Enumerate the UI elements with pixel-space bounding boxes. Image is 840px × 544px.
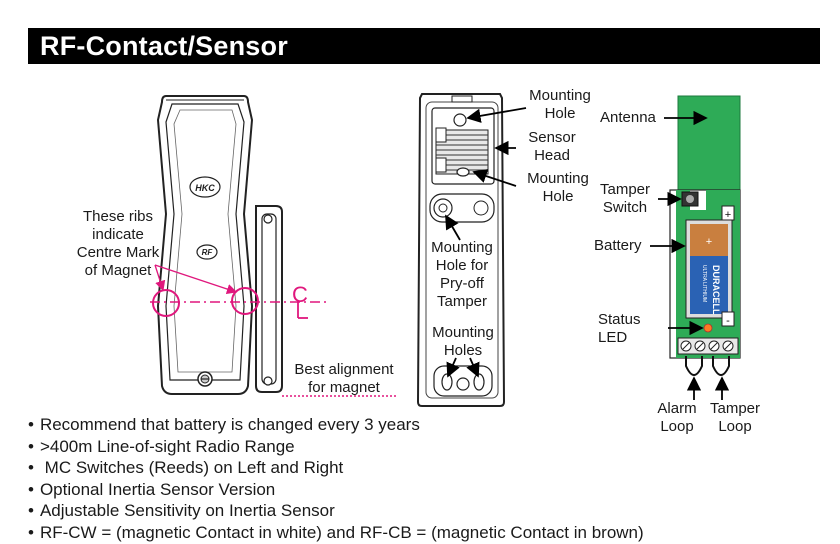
feature-item: >400m Line-of-sight Radio Range	[28, 436, 644, 458]
hkc-logo-text: HKC	[195, 183, 215, 193]
label-line: Mounting	[529, 87, 591, 104]
back-plate-view	[416, 93, 527, 407]
label-line: Head	[534, 147, 570, 164]
centre-mark-annotation: C	[150, 264, 396, 397]
centre-line-symbol: C	[292, 282, 308, 307]
feature-list: Recommend that battery is changed every …	[28, 414, 644, 544]
svg-text:-: -	[726, 315, 730, 327]
status-led-icon	[703, 323, 713, 333]
ribs-label-line: These ribs	[82, 208, 154, 225]
best-alignment-label: Best alignment for magnet	[288, 361, 400, 397]
antenna-area	[677, 95, 741, 191]
magnet	[255, 205, 283, 393]
label-line: Status	[598, 311, 641, 328]
feature-item: Adjustable Sensitivity on Inertia Sensor	[28, 500, 644, 522]
feature-item: MC Switches (Reeds) on Left and Right	[28, 457, 644, 479]
ribs-label-line: Centre Mark	[76, 244, 160, 261]
mounting-holes-label: Mounting Holes	[425, 324, 501, 360]
mounting-hole-bottom-right-icon	[473, 373, 485, 391]
label-line: Hole	[542, 188, 574, 205]
page-title: RF-Contact/Sensor	[40, 31, 288, 61]
mounting-hole-mid-label: Mounting Hole	[518, 170, 598, 206]
ribs-label-line: of Magnet	[84, 262, 152, 279]
mounting-hole-top-label: Mounting Hole	[522, 87, 598, 123]
page-title-bar: RF-Contact/Sensor	[28, 28, 820, 64]
terminal-block	[677, 337, 739, 355]
label-line: Mounting	[431, 239, 493, 256]
magnet-screw-top-icon	[263, 214, 273, 224]
tamper-loop-label: Tamper Loop	[706, 400, 764, 436]
label-line: Hole	[544, 105, 576, 122]
svg-text:+: +	[725, 209, 731, 221]
antenna-label: Antenna	[600, 109, 656, 126]
label-line: Loop	[718, 418, 752, 435]
feature-item: Recommend that battery is changed every …	[28, 414, 644, 436]
label-line: Holes	[443, 342, 483, 359]
feature-item: Optional Inertia Sensor Version	[28, 479, 644, 501]
label-line: Tamper	[436, 293, 488, 310]
sensor-head-label: Sensor Head	[518, 129, 586, 165]
sensor-front-view: HKC RF	[156, 95, 254, 395]
battery-label: Battery	[594, 237, 642, 254]
battery-type-text: ULTRA LITHIUM	[701, 265, 707, 302]
pry-off-tamper-label: Mounting Hole for Pry-off Tamper	[425, 239, 499, 311]
best-alignment-line: Best alignment	[294, 361, 394, 378]
magnet-screw-bottom-icon	[263, 376, 273, 386]
label-line: Loop	[660, 418, 694, 435]
best-alignment-line: for magnet	[308, 379, 380, 396]
label-line: Mounting	[432, 324, 494, 341]
label-line: Mounting	[527, 170, 589, 187]
label-line: Hole for	[435, 257, 489, 274]
battery-brand-text: DURACELL	[711, 265, 721, 315]
ribs-label-line: indicate	[92, 226, 144, 243]
alarm-loop-label: Alarm Loop	[654, 400, 700, 436]
rf-badge-text: RF	[202, 248, 214, 257]
label-line: LED	[598, 329, 628, 346]
hkc-logo-icon	[189, 176, 221, 198]
label-line: Tamper	[599, 181, 651, 198]
mounting-hole-bottom-left-icon	[441, 373, 453, 391]
pcb-view: + DURACELL ULTRA LITHIUM + -	[650, 95, 741, 400]
mounting-hole-mid-icon	[456, 167, 470, 177]
alarm-loop-wire	[685, 356, 703, 376]
label-line: Pry-off	[440, 275, 484, 292]
ribs-label: These ribs indicate Centre Mark of Magne…	[76, 208, 160, 280]
svg-text:+: +	[706, 236, 712, 248]
rf-badge-icon	[196, 244, 218, 260]
tamper-loop-wire	[712, 356, 730, 376]
label-line: Switch	[602, 199, 648, 216]
mounting-hole-top-icon	[453, 113, 467, 127]
status-led-label: Status LED	[598, 311, 641, 347]
label-line: Alarm	[657, 400, 697, 417]
label-line: Tamper	[709, 400, 761, 417]
label-line: Sensor	[528, 129, 576, 146]
feature-item: RF-CW = (magnetic Contact in white) and …	[28, 522, 644, 544]
tamper-switch-label: Tamper Switch	[594, 181, 656, 217]
